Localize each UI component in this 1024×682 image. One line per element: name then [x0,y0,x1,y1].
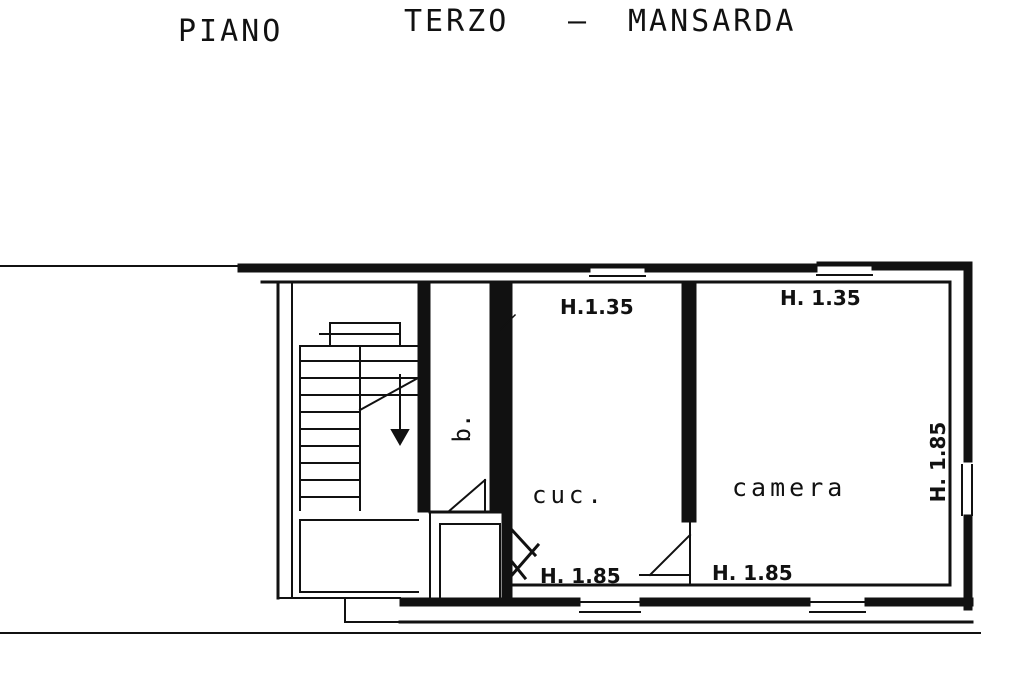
wall-partition [681,281,697,523]
wall-bath-right [489,281,503,513]
room-label-bath: b. [448,414,476,443]
wall-top-left [237,263,591,273]
title-level: TERZO [404,4,510,39]
bath-door-icon [446,478,487,514]
window-top-1-frame [589,263,646,269]
room-label-kitchen: cuc. [532,481,606,509]
stair-treads [299,322,419,511]
wall-bottom-mid [639,597,811,607]
wall-bottom-left [399,597,581,607]
wall-bottom-right [864,597,974,607]
room-label-bedroom: camera [732,473,846,502]
wall-right-lower [963,514,973,611]
stair-arrow-icon [358,374,420,447]
wall-top-right [871,261,973,271]
wall-bath-left [417,281,431,513]
bedroom-door-icon [639,533,692,577]
wall-kitchen-left [501,281,513,603]
wall-top-mid [644,263,818,273]
title-floor: PIANO [178,14,284,49]
height-bedroom-bottom: H. 1.85 [712,561,793,585]
height-kitchen-bottom: H. 1.85 [540,564,621,588]
wall-right-upper [963,261,973,463]
kitchen-door-icon [509,527,541,581]
window-top-2-frame [816,261,873,267]
height-kitchen-top: H.1.35 [560,295,634,319]
title-dash: – [568,4,590,39]
height-bedroom-top: H. 1.35 [780,286,861,310]
title-type: MANSARDA [628,4,797,39]
height-bedroom-side: H. 1.85 [926,422,950,503]
